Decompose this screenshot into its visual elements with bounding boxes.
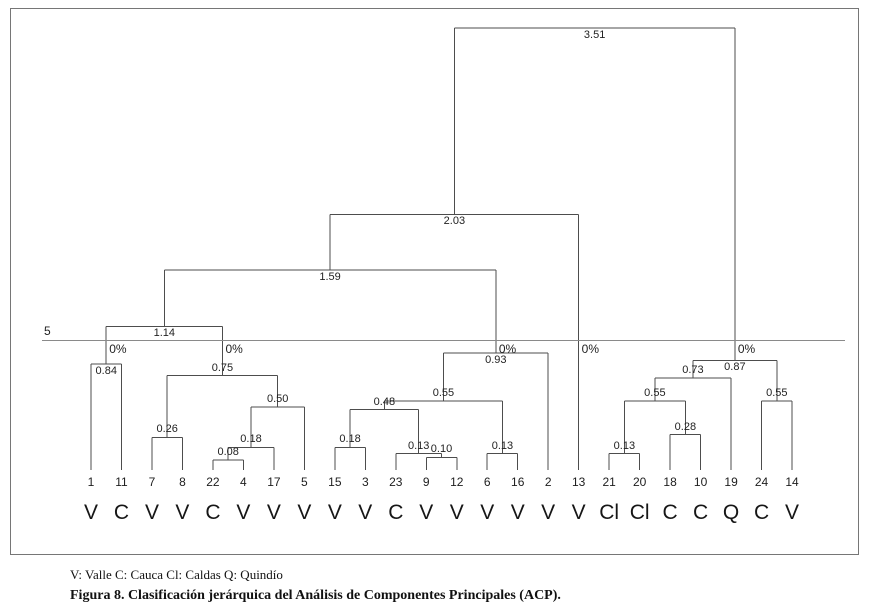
merge-height-label: 0.84 — [95, 365, 117, 378]
leaf-group-label: V — [297, 501, 312, 524]
legend-text: V: Valle C: Cauca Cl: Caldas Q: Quindío — [70, 567, 283, 582]
merge-height-label: 0.50 — [266, 393, 289, 406]
leaf-group-label: V — [419, 501, 434, 524]
leaf-group-label: V — [144, 501, 159, 524]
leaf-group-label: V — [83, 501, 99, 524]
merge-height-label: 0.18 — [339, 433, 361, 446]
leaf-label: 18 — [663, 475, 677, 489]
leaf-group-label: V — [541, 501, 556, 524]
leaf-label: 14 — [785, 475, 799, 489]
cut-cluster-count-label: 5 — [44, 324, 51, 339]
leaf-group-label: V — [266, 501, 281, 524]
leaf-group-label: Cl — [599, 501, 620, 524]
leaf-group-label: V — [480, 501, 495, 524]
leaf-label: 2 — [544, 475, 552, 489]
leaf-group-label: C — [693, 501, 709, 524]
leaf-label: 11 — [115, 475, 128, 489]
leaf-group-label: V — [358, 501, 373, 524]
leaf-group-label: V — [449, 501, 464, 524]
cut-percent-label: 0% — [737, 342, 756, 357]
leaf-label: 17 — [267, 475, 281, 489]
merge-height-label: 0.75 — [211, 361, 234, 374]
merge-height-label: 0.55 — [644, 386, 666, 399]
leaf-group-label: C — [753, 501, 770, 524]
merge-height-label: 0.26 — [156, 423, 178, 436]
cut-percent-label: 0% — [581, 342, 600, 357]
merge-height-label: 0.93 — [485, 353, 507, 366]
leaf-label: 9 — [422, 475, 430, 489]
merge-height-label: 0.10 — [430, 443, 453, 456]
cut-percent-label: 0% — [109, 342, 127, 357]
merge-height-label: 0.55 — [432, 386, 455, 399]
leaf-group-label: V — [510, 501, 525, 524]
leaf-group-label: V — [327, 501, 342, 524]
leaf-label: 20 — [632, 475, 647, 489]
leaf-group-label: V — [175, 501, 190, 524]
merge-height-label: 0.55 — [766, 386, 788, 399]
cut-percent-label: 0% — [498, 342, 517, 357]
figure-caption: Figura 8. Clasificación jerárquica del A… — [70, 588, 561, 603]
leaf-group-label: C — [388, 501, 404, 524]
merge-height-label: 1.14 — [153, 327, 176, 340]
leaf-group-label: C — [205, 501, 221, 524]
leaf-label: 16 — [511, 475, 525, 489]
cut-percent-label: 0% — [225, 342, 243, 357]
leaf-group-label: Q — [722, 501, 740, 524]
leaf-group-label: V — [785, 501, 800, 524]
merge-height-label: 1.59 — [319, 270, 341, 283]
merge-height-label: 0.08 — [217, 445, 239, 458]
leaf-label: 8 — [179, 475, 186, 489]
merge-height-label: 0.28 — [674, 420, 697, 433]
leaf-label: 21 — [602, 475, 616, 489]
merge-height-label: 0.73 — [682, 364, 704, 377]
leaf-label: 7 — [148, 475, 156, 489]
leaf-label: 13 — [571, 475, 586, 489]
leaf-label: 1 — [87, 475, 95, 489]
merge-height-label: 0.18 — [240, 433, 262, 446]
merge-height-label: 0.48 — [373, 395, 396, 408]
leaf-label: 6 — [483, 475, 491, 489]
leaf-label: 10 — [693, 475, 708, 489]
leaf-group-label: C — [113, 501, 130, 524]
leaf-label: 3 — [361, 475, 369, 489]
leaf-label: 22 — [206, 475, 220, 489]
leaf-group-label: C — [662, 501, 678, 524]
leaf-group-label: Cl — [629, 501, 650, 524]
merge-height-label: 3.51 — [583, 29, 606, 42]
leaf-label: 15 — [328, 475, 342, 489]
leaf-group-label: V — [236, 501, 251, 524]
leaf-label: 5 — [301, 475, 308, 489]
merge-height-label: 0.13 — [613, 439, 636, 452]
leaf-label: 12 — [450, 475, 464, 489]
leaf-group-label: V — [571, 501, 586, 524]
merge-height-label: 0.13 — [407, 439, 430, 452]
merge-height-label: 2.03 — [443, 215, 466, 228]
leaf-label: 24 — [754, 475, 769, 489]
leaf-label: 23 — [389, 475, 403, 489]
merge-height-label: 0.13 — [491, 439, 514, 452]
leaf-label: 19 — [724, 475, 738, 489]
leaf-label: 4 — [240, 475, 247, 489]
merge-height-label: 0.87 — [724, 361, 746, 374]
